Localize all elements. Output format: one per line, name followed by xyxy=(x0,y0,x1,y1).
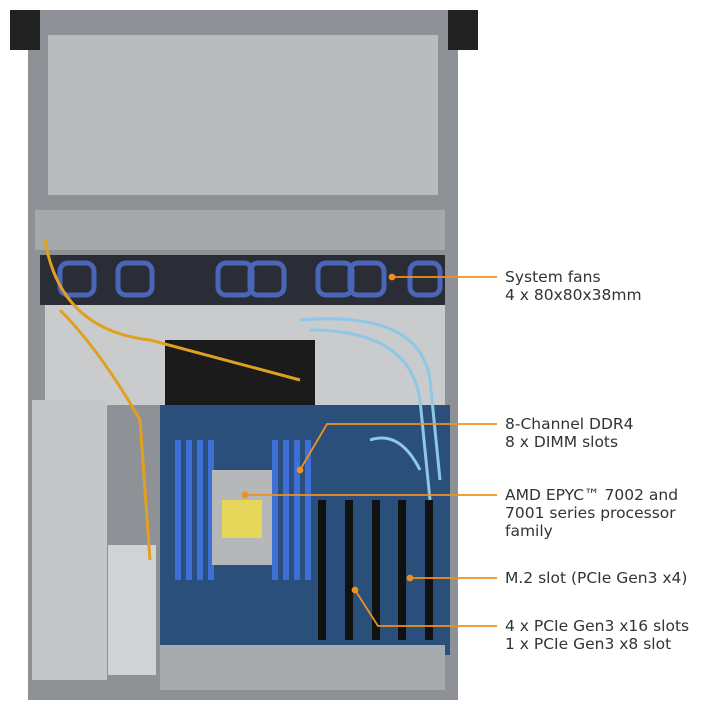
callout-text: 4 x 80x80x38mm xyxy=(505,286,642,304)
callout-lines xyxy=(241,273,497,627)
top-cover xyxy=(48,35,438,195)
callout-text: 8 x DIMM slots xyxy=(505,433,619,451)
psu-1 xyxy=(32,400,107,680)
cpu-caution-label xyxy=(222,500,262,538)
pcie-slots xyxy=(318,500,433,640)
callout-m2: M.2 slot (PCIe Gen3 x4) xyxy=(505,569,687,587)
power-cables xyxy=(43,239,301,561)
callout-text: M.2 slot (PCIe Gen3 x4) xyxy=(505,569,688,587)
callout-text: family xyxy=(505,522,553,540)
callout-text: AMD EPYC™ 7002 and xyxy=(505,486,679,504)
rear-io xyxy=(160,645,445,690)
callout-ddr4: 8-Channel DDR4 8 x DIMM slots xyxy=(505,415,634,451)
callout-text: 8-Channel DDR4 xyxy=(505,415,634,433)
fans xyxy=(57,260,443,298)
psu-2 xyxy=(108,545,156,675)
callout-text: System fans xyxy=(505,268,601,286)
handle-right xyxy=(448,10,478,50)
dimm-slots xyxy=(175,440,311,580)
fan-bracket xyxy=(35,210,445,250)
sata-cables xyxy=(299,317,442,501)
callout-system-fans: System fans 4 x 80x80x38mm xyxy=(505,268,642,304)
callout-cpu: AMD EPYC™ 7002 and 7001 series processor… xyxy=(505,486,678,540)
callout-text: 7001 series processor xyxy=(505,504,676,522)
pcie-callout-line xyxy=(354,589,497,627)
callout-text: 1 x PCIe Gen3 x8 slot xyxy=(505,635,672,653)
callout-text: 4 x PCIe Gen3 x16 slots xyxy=(505,617,690,635)
dimm-callout-line xyxy=(299,423,497,471)
callout-pcie: 4 x PCIe Gen3 x16 slots 1 x PCIe Gen3 x8… xyxy=(505,617,689,653)
handle-left xyxy=(10,10,40,50)
